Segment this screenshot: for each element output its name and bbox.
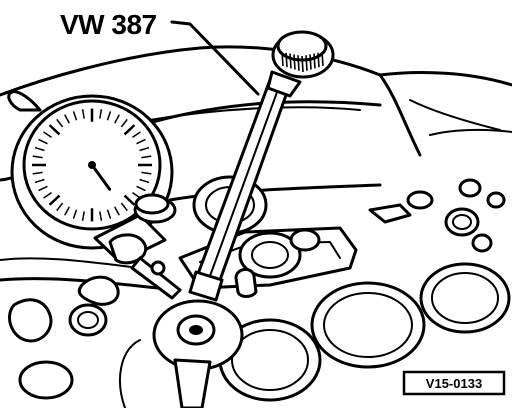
gauge-tick xyxy=(43,192,52,199)
knurl-line xyxy=(313,53,316,69)
gauge-needle xyxy=(90,163,112,191)
gauge-tick xyxy=(81,109,85,119)
gauge-tick xyxy=(136,185,146,192)
block-holes xyxy=(8,178,506,400)
gauge-tick xyxy=(48,194,61,206)
knurl-line xyxy=(301,55,304,73)
gauge-tick xyxy=(132,131,141,138)
gauge-tick xyxy=(114,206,120,216)
gauge-tick xyxy=(34,146,45,152)
gauge-tick xyxy=(64,114,70,124)
knurl-line xyxy=(321,51,324,67)
knurl-line xyxy=(305,55,308,71)
gauge-tick xyxy=(38,185,48,192)
gauge-tick xyxy=(120,118,128,128)
knurl-line xyxy=(297,55,300,71)
gauge-tick xyxy=(81,211,85,221)
gauge-tick xyxy=(123,194,136,206)
gauge-tick xyxy=(48,124,61,136)
gauge-tick xyxy=(99,211,103,221)
knurl-line xyxy=(281,51,284,67)
valve-seat-rings xyxy=(218,262,511,402)
gauge-tick xyxy=(43,131,52,138)
gauge-tick xyxy=(139,146,150,152)
gauge-tick xyxy=(141,155,152,159)
knurl-line xyxy=(309,54,312,70)
knurl-line xyxy=(317,52,320,68)
knurled-knob xyxy=(281,51,324,73)
knurl-line xyxy=(285,52,288,68)
gauge-tick xyxy=(56,202,64,212)
gauge-tick xyxy=(32,171,43,175)
callout-leader-line xyxy=(170,20,260,96)
gauge-tick xyxy=(72,209,78,219)
knurl-line xyxy=(293,54,296,70)
figure-reference-box: V15-0133 xyxy=(402,370,506,396)
gauge-tick xyxy=(32,155,43,159)
vw387-tool xyxy=(188,30,335,302)
gauge-scale-ticks xyxy=(32,108,152,222)
gauge-tick xyxy=(38,138,48,145)
gauge-tick xyxy=(141,171,152,175)
gauge-tick xyxy=(123,124,136,136)
gauge-tick xyxy=(106,111,112,121)
gauge-tick xyxy=(139,178,150,184)
gauge-tick xyxy=(136,138,146,145)
gauge-tick xyxy=(64,206,70,216)
gauge-tick xyxy=(120,202,128,212)
gauge-tick xyxy=(72,111,78,121)
knurl-line xyxy=(289,53,292,69)
dial-gauge xyxy=(7,90,182,300)
figure-reference-label: V15-0133 xyxy=(426,376,482,391)
gauge-tick xyxy=(56,118,64,128)
gauge-mount-knob xyxy=(119,299,244,408)
gauge-tick xyxy=(114,114,120,124)
tool-callout-label: VW 387 xyxy=(60,9,157,40)
gauge-tick xyxy=(99,109,103,119)
gauge-tick xyxy=(106,209,112,219)
gauge-tick xyxy=(34,178,45,184)
gauge-pivot xyxy=(88,161,96,169)
